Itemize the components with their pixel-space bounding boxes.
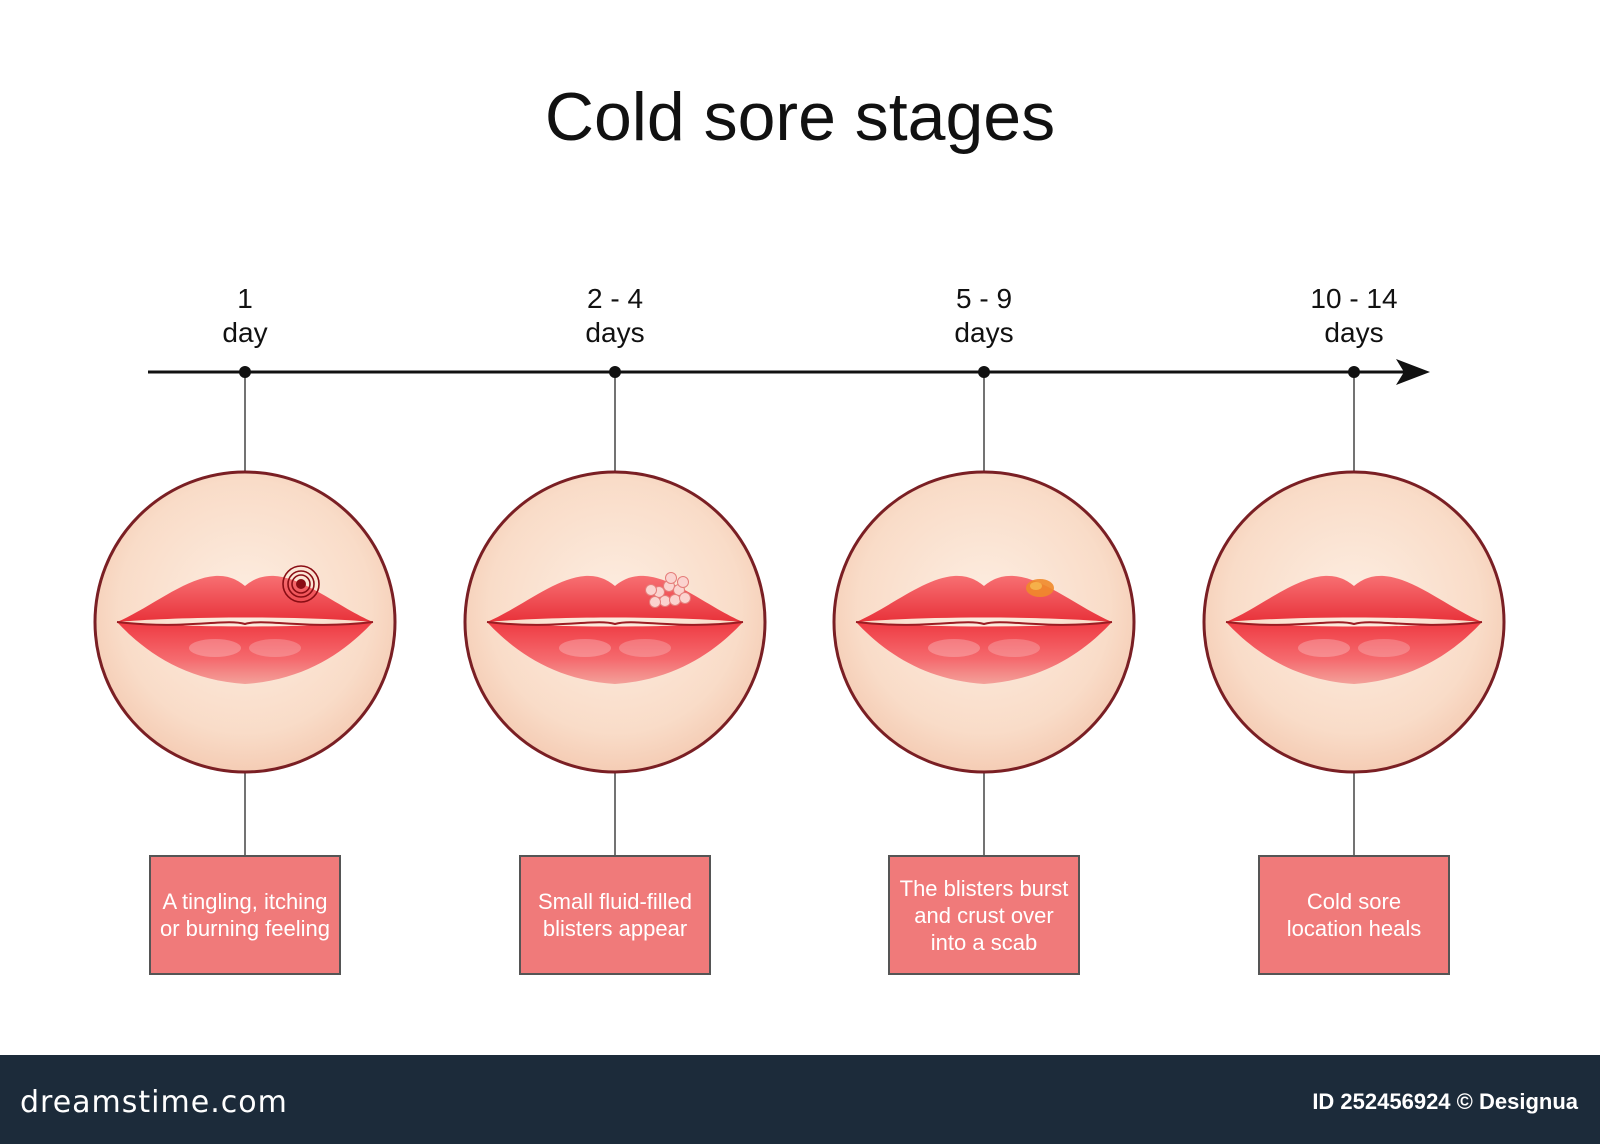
time-unit: days	[515, 316, 715, 350]
stage-circle	[1204, 472, 1504, 772]
scab-icon	[1026, 579, 1054, 597]
stage-4	[1204, 366, 1504, 855]
stage-description-box: Small fluid-filled blisters appear	[519, 855, 711, 975]
stage-circle	[95, 472, 395, 772]
time-unit: days	[1254, 316, 1454, 350]
time-value: 10 - 14	[1254, 282, 1454, 316]
timeline-tick	[239, 366, 251, 378]
image-id-credit: ID 252456924 © Designua	[1312, 1089, 1578, 1115]
tingle-target-icon	[283, 566, 319, 602]
stage-1	[95, 366, 395, 855]
time-value: 5 - 9	[884, 282, 1084, 316]
time-unit: day	[145, 316, 345, 350]
brand-watermark[interactable]: dreamstime.com	[20, 1085, 288, 1120]
stage-circle	[834, 472, 1134, 772]
time-unit: days	[884, 316, 1084, 350]
stage-description-box: The blisters burst and crust over into a…	[888, 855, 1080, 975]
stage-circle	[465, 472, 765, 772]
stage-description-box: A tingling, itching or burning feeling	[149, 855, 341, 975]
timeline-tick	[978, 366, 990, 378]
stage-3	[834, 366, 1134, 855]
time-value: 1	[145, 282, 345, 316]
timeline-tick	[609, 366, 621, 378]
stage-description-box: Cold sore location heals	[1258, 855, 1450, 975]
timeline-tick	[1348, 366, 1360, 378]
footer-bar: dreamstime.com ID 252456924 © Designua	[0, 1055, 1600, 1144]
time-value: 2 - 4	[515, 282, 715, 316]
stage-2	[465, 366, 765, 855]
